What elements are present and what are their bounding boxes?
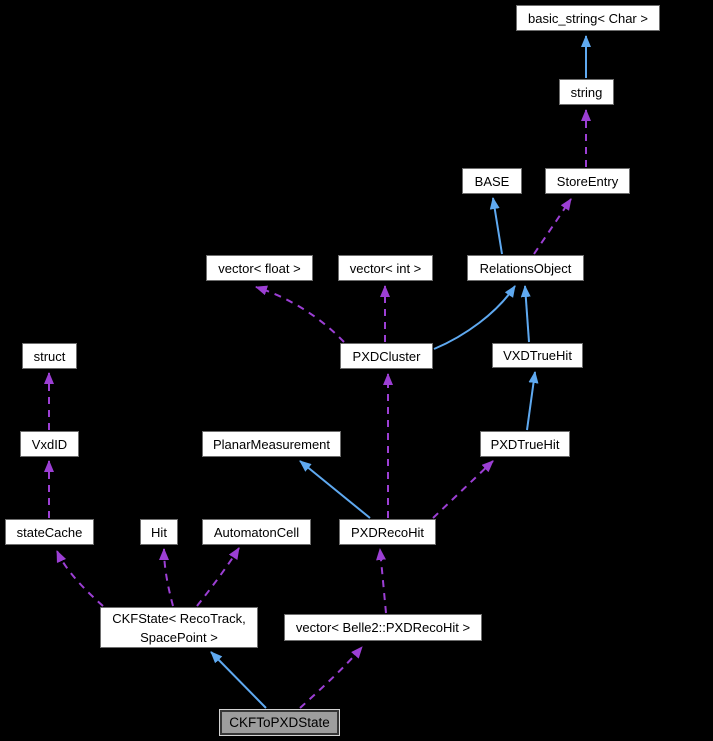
edge-pxdcluster-to-vector-float xyxy=(255,285,345,343)
node-hit[interactable]: Hit xyxy=(140,519,178,545)
node-vxdid[interactable]: VxdID xyxy=(20,431,79,457)
edge-pxdrecohit-to-planarmeasurement xyxy=(299,460,371,519)
edge-vxdtruehit-to-relationsobject xyxy=(520,285,531,343)
node-struct[interactable]: struct xyxy=(22,343,77,369)
node-automatoncell[interactable]: AutomatonCell xyxy=(202,519,311,545)
node-planarmeasurement[interactable]: PlanarMeasurement xyxy=(202,431,341,457)
edge-vector-pxdrecohit-to-pxdrecohit xyxy=(376,548,387,614)
edge-pxdrecohit-to-pxdtruehit xyxy=(432,460,494,519)
node-vxdtruehit[interactable]: VXDTrueHit xyxy=(492,343,583,368)
edge-ckfstate-to-hit xyxy=(159,548,174,607)
edge-relationsobject-to-storeentry xyxy=(533,198,572,255)
node-pxdtruehit[interactable]: PXDTrueHit xyxy=(480,431,570,457)
node-basic-string[interactable]: basic_string< Char > xyxy=(516,5,660,31)
edge-ckfstate-to-automatoncell xyxy=(196,547,240,607)
node-base[interactable]: BASE xyxy=(462,168,522,194)
node-pxdcluster[interactable]: PXDCluster xyxy=(340,343,433,369)
node-ckfstate[interactable]: CKFState< RecoTrack, SpacePoint > xyxy=(100,607,258,648)
node-relationsobject[interactable]: RelationsObject xyxy=(467,255,584,281)
edge-pxdcluster-to-relationsobject xyxy=(433,285,516,350)
edge-ckftopxdstate-to-ckfstate xyxy=(210,651,267,709)
edge-relationsobject-to-base xyxy=(489,197,503,255)
node-vector-int[interactable]: vector< int > xyxy=(338,255,433,281)
edge-ckfstate-to-statecache xyxy=(56,550,104,607)
node-vector-float[interactable]: vector< float > xyxy=(206,255,313,281)
node-pxdrecohit[interactable]: PXDRecoHit xyxy=(339,519,436,545)
node-vector-pxdrecohit[interactable]: vector< Belle2::PXDRecoHit > xyxy=(284,614,482,641)
node-ckftopxdstate[interactable]: CKFToPXDState xyxy=(219,709,340,736)
edge-ckftopxdstate-to-vector-pxdrecohit xyxy=(299,646,363,709)
node-statecache[interactable]: stateCache xyxy=(5,519,94,545)
edge-pxdtruehit-to-vxdtruehit xyxy=(526,371,539,431)
node-string[interactable]: string xyxy=(559,79,614,105)
node-storeentry[interactable]: StoreEntry xyxy=(545,168,630,194)
